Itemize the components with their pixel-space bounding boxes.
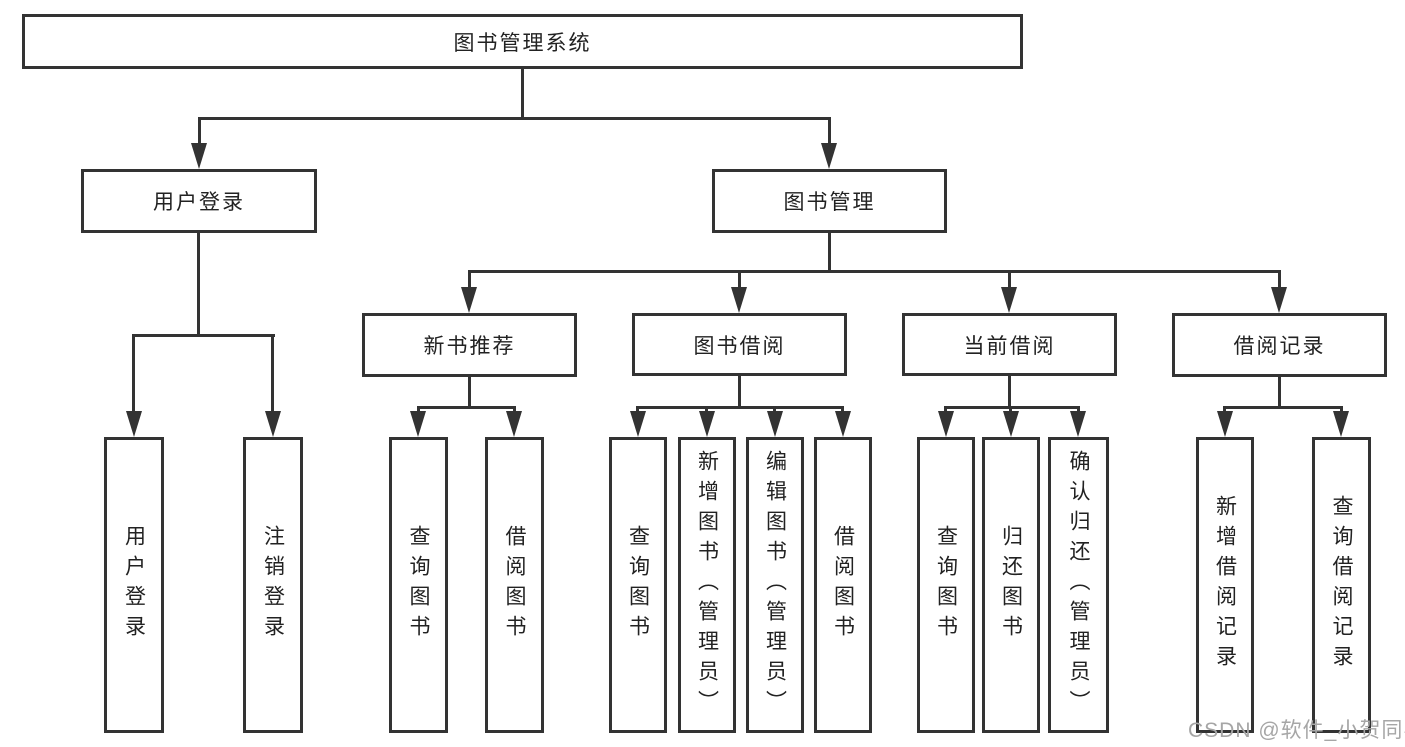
connector-stem (1278, 376, 1281, 408)
node-label: 当前借阅 (963, 334, 1056, 358)
connector-rail (1223, 406, 1343, 409)
arrow-down-icon (699, 411, 715, 437)
node-label: 图书借阅 (693, 334, 786, 358)
arrow-down-icon (265, 411, 281, 437)
arrow-down-icon (191, 143, 207, 169)
leaf-logout: 注销登录 (243, 437, 303, 733)
leaf-current-return-books: 归还图书 (982, 437, 1040, 733)
arrow-down-icon (1217, 411, 1233, 437)
leaf-label: 归还图书 (999, 525, 1023, 645)
leaf-current-query-books: 查询图书 (917, 437, 975, 733)
connector-stem (1008, 375, 1011, 408)
connector-drop (271, 334, 274, 414)
connector-drop (1008, 270, 1011, 290)
connector-drop (828, 117, 831, 147)
leaf-label: 用户登录 (122, 525, 146, 645)
arrow-down-icon (821, 143, 837, 169)
arrow-down-icon (506, 411, 522, 437)
leaf-borrowing-borrow-books: 借阅图书 (814, 437, 872, 733)
arrow-down-icon (126, 411, 142, 437)
node-label: 图书管理 (783, 191, 876, 214)
arrow-down-icon (1333, 411, 1349, 437)
node-book-borrowing: 图书借阅 (632, 313, 847, 376)
connector-user-login-stem (197, 232, 200, 336)
csdn-watermark: CSDN @软件_小贺同学 (1188, 719, 1405, 742)
arrow-down-icon (1003, 411, 1019, 437)
leaf-label: 新增图书（管理员） (695, 450, 719, 720)
node-library-management-system: 图书管理系统 (22, 14, 1023, 69)
leaf-current-confirm-return-admin: 确认归还（管理员） (1048, 437, 1109, 733)
leaf-label: 注销登录 (261, 525, 285, 645)
arrow-down-icon (1070, 411, 1086, 437)
leaf-borrowing-add-books-admin: 新增图书（管理员） (678, 437, 736, 733)
connector-drop (198, 117, 201, 147)
connector-book-mgmt-rail (468, 270, 1281, 273)
arrow-down-icon (835, 411, 851, 437)
node-label: 图书管理系统 (453, 31, 592, 55)
arrow-down-icon (410, 411, 426, 437)
leaf-label: 确认归还（管理员） (1067, 450, 1090, 720)
connector-stem (468, 376, 471, 408)
leaf-recommend-query-books: 查询图书 (389, 437, 448, 733)
connector-book-mgmt-stem (828, 232, 831, 272)
leaf-user-login: 用户登录 (104, 437, 164, 733)
node-book-management: 图书管理 (712, 169, 947, 233)
arrow-down-icon (731, 287, 747, 313)
arrow-down-icon (938, 411, 954, 437)
arrow-down-icon (461, 287, 477, 313)
connector-drop (1278, 270, 1281, 290)
leaf-label: 新增借阅记录 (1213, 495, 1237, 675)
connector-rail (944, 406, 1080, 409)
arrow-down-icon (630, 411, 646, 437)
connector-rail (636, 406, 844, 409)
node-user-login: 用户登录 (81, 169, 317, 233)
leaf-records-add-borrow-record: 新增借阅记录 (1196, 437, 1254, 733)
node-label: 借阅记录 (1233, 335, 1326, 358)
node-current-borrowing: 当前借阅 (902, 313, 1117, 376)
leaf-label: 借阅图书 (831, 525, 855, 645)
leaf-label: 查询图书 (626, 525, 650, 645)
leaf-label: 查询借阅记录 (1330, 495, 1353, 675)
arrow-down-icon (767, 411, 783, 437)
node-label: 新书推荐 (423, 335, 516, 358)
leaf-borrowing-edit-books-admin: 编辑图书（管理员） (746, 437, 804, 733)
connector-drop (132, 334, 135, 414)
connector-stem (738, 375, 741, 408)
connector-rail (417, 406, 516, 409)
connector-root-stem (521, 68, 524, 118)
connector-user-login-rail (132, 334, 275, 337)
leaf-label: 查询图书 (407, 525, 430, 645)
arrow-down-icon (1271, 287, 1287, 313)
leaf-label: 编辑图书（管理员） (763, 450, 787, 720)
connector-drop (468, 270, 471, 290)
leaf-recommend-borrow-books: 借阅图书 (485, 437, 544, 733)
leaf-borrowing-query-books: 查询图书 (609, 437, 667, 733)
node-borrowing-records: 借阅记录 (1172, 313, 1387, 377)
node-new-book-recommendation: 新书推荐 (362, 313, 577, 377)
connector-drop (738, 270, 741, 290)
arrow-down-icon (1001, 287, 1017, 313)
connector-root-rail (198, 117, 831, 120)
node-label: 用户登录 (153, 191, 245, 214)
leaf-label: 查询图书 (934, 525, 958, 645)
leaf-label: 借阅图书 (503, 525, 526, 645)
leaf-records-query-borrow-record: 查询借阅记录 (1312, 437, 1371, 733)
